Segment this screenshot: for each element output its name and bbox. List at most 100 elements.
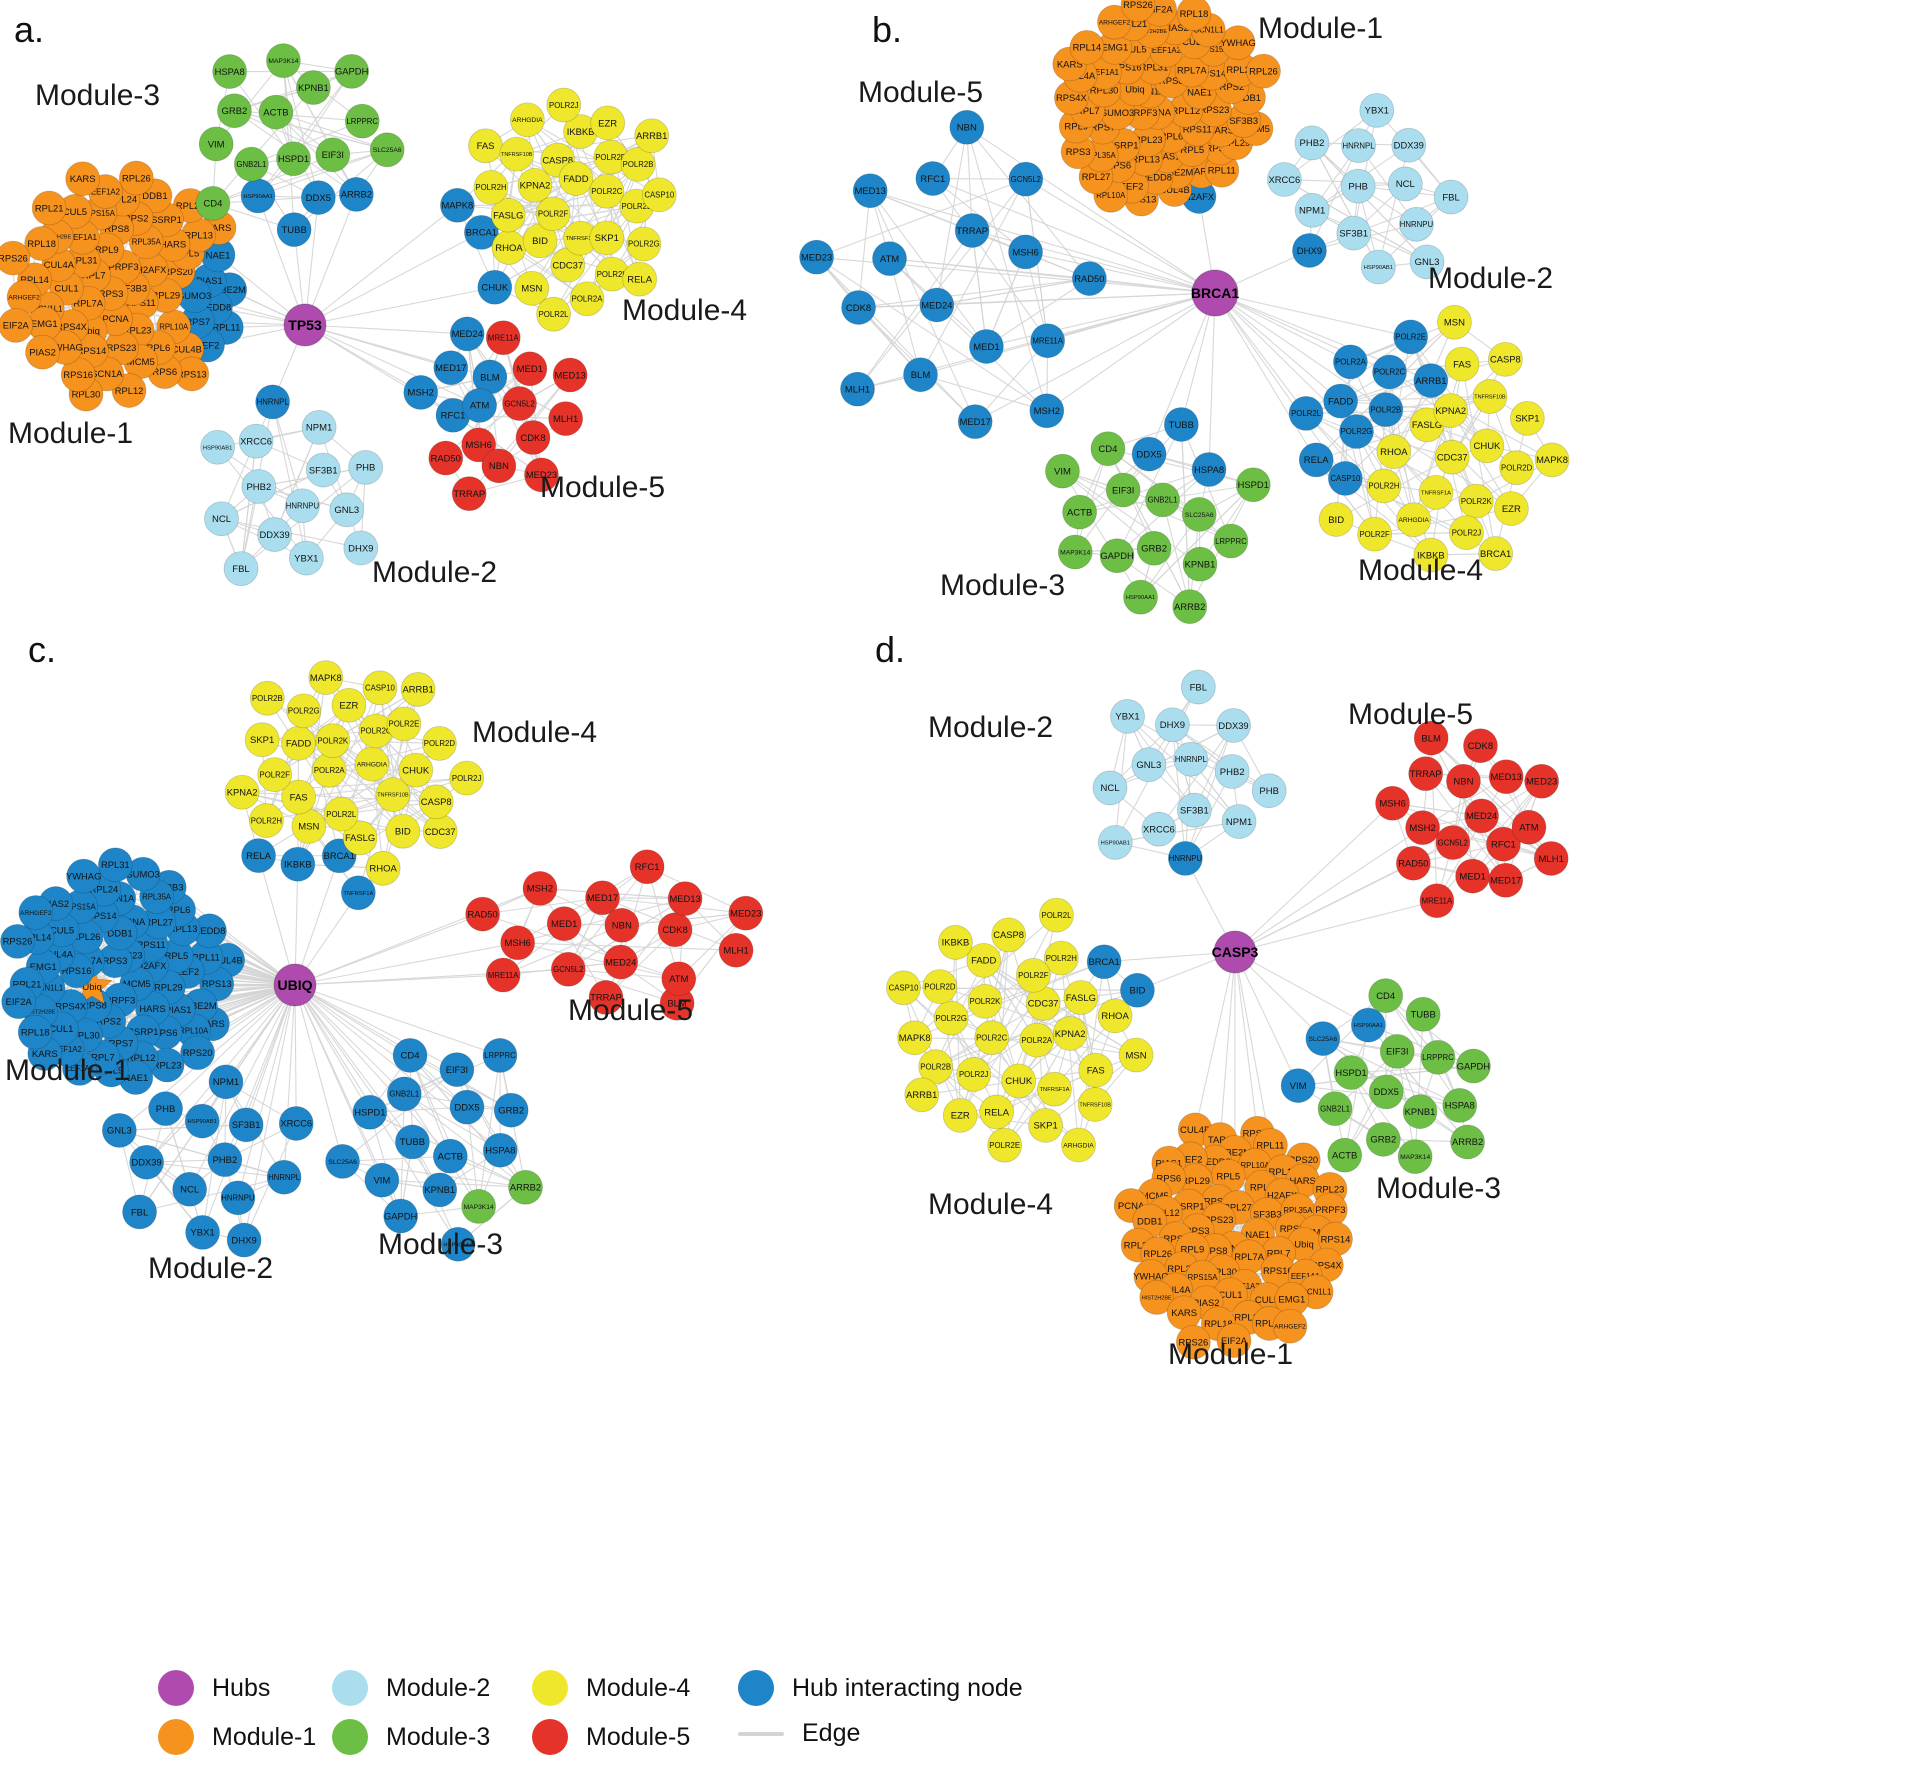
network-node[interactable] [1359,92,1395,128]
network-node[interactable] [852,173,888,209]
network-node[interactable] [1444,346,1480,382]
network-node[interactable] [1333,344,1368,380]
network-node[interactable] [622,261,658,297]
network-node[interactable] [233,146,269,182]
network-node[interactable] [535,196,571,232]
network-node[interactable] [1323,383,1359,419]
network-node[interactable] [493,1092,529,1128]
network-node[interactable] [1340,168,1376,204]
network-node[interactable] [481,448,517,484]
network-node[interactable] [629,849,665,885]
network-node[interactable] [129,1144,165,1180]
network-node[interactable] [286,693,322,729]
network-node[interactable] [1090,431,1126,467]
network-node[interactable] [1145,482,1180,518]
network-node[interactable] [1213,523,1249,559]
network-node[interactable] [514,270,550,306]
network-node[interactable] [915,161,951,196]
network-node[interactable] [65,161,101,197]
network-node[interactable] [490,197,526,233]
network-node[interactable] [421,725,457,761]
network-node[interactable] [1433,179,1469,215]
network-node[interactable] [118,160,154,196]
network-node[interactable] [589,173,625,209]
network-node[interactable] [558,161,594,196]
network-node[interactable] [1376,434,1412,469]
network-node[interactable] [728,895,764,931]
network-node[interactable] [344,103,380,139]
hub-node[interactable] [1191,269,1239,317]
network-node[interactable] [1478,536,1514,571]
network-node[interactable] [1008,234,1043,270]
network-node[interactable] [281,779,317,815]
network-node[interactable] [477,269,513,305]
network-node[interactable] [1458,483,1494,519]
network-node[interactable] [1318,502,1354,537]
network-node[interactable] [223,551,259,587]
network-node[interactable] [301,409,337,445]
network-node[interactable] [288,540,324,576]
network-node[interactable] [208,1064,244,1100]
network-node[interactable] [24,226,60,261]
network-node[interactable] [841,290,876,325]
network-node[interactable] [1191,452,1227,487]
network-node[interactable] [25,334,60,370]
network-node[interactable] [1071,261,1107,297]
network-node[interactable] [0,308,34,343]
network-node[interactable] [548,401,584,437]
network-node[interactable] [198,126,234,162]
network-node[interactable] [432,1138,468,1174]
network-node[interactable] [500,925,536,961]
network-node[interactable] [97,847,133,883]
network-node[interactable] [204,501,239,537]
network-node[interactable] [342,820,378,856]
network-node[interactable] [919,287,955,323]
network-node[interactable] [1499,450,1535,486]
network-node[interactable] [439,187,475,223]
network-node[interactable] [1029,393,1065,429]
network-node[interactable] [546,87,582,123]
network-node[interactable] [799,239,834,275]
network-node[interactable] [485,957,521,993]
network-node[interactable] [180,1035,215,1071]
network-node[interactable] [1493,491,1529,526]
network-node[interactable] [840,371,875,407]
network-node[interactable] [295,70,331,105]
network-node[interactable] [343,530,379,566]
network-node[interactable] [1357,516,1393,552]
network-node[interactable] [463,214,499,250]
network-node[interactable] [226,1222,262,1258]
network-node[interactable] [1120,0,1156,23]
network-node[interactable] [386,1076,422,1112]
network-node[interactable] [462,387,498,423]
network-node[interactable] [1327,461,1363,496]
network-node[interactable] [1469,428,1505,464]
network-node[interactable] [1136,530,1172,566]
network-node[interactable] [1176,792,1212,828]
network-node[interactable] [1433,393,1469,428]
network-node[interactable] [1449,515,1484,551]
network-node[interactable] [285,488,320,524]
network-node[interactable] [1181,497,1217,532]
network-node[interactable] [569,281,605,317]
network-node[interactable] [433,350,469,386]
network-node[interactable] [338,177,374,212]
network-node[interactable] [1472,379,1508,414]
network-node[interactable] [241,469,277,504]
network-node[interactable] [969,329,1004,364]
network-node[interactable] [1220,25,1256,61]
network-node[interactable] [661,961,697,997]
network-node[interactable] [323,796,359,832]
network-node[interactable] [257,517,292,552]
network-node[interactable] [403,375,439,410]
network-node[interactable] [1235,467,1271,503]
network-node[interactable] [398,752,434,788]
network-node[interactable] [1413,537,1449,573]
network-node[interactable] [207,1142,243,1178]
network-node[interactable] [449,1089,485,1125]
network-node[interactable] [482,1132,518,1168]
network-node[interactable] [278,1106,314,1141]
network-node[interactable] [385,813,421,849]
network-node[interactable] [1131,436,1167,472]
network-node[interactable] [331,687,367,723]
